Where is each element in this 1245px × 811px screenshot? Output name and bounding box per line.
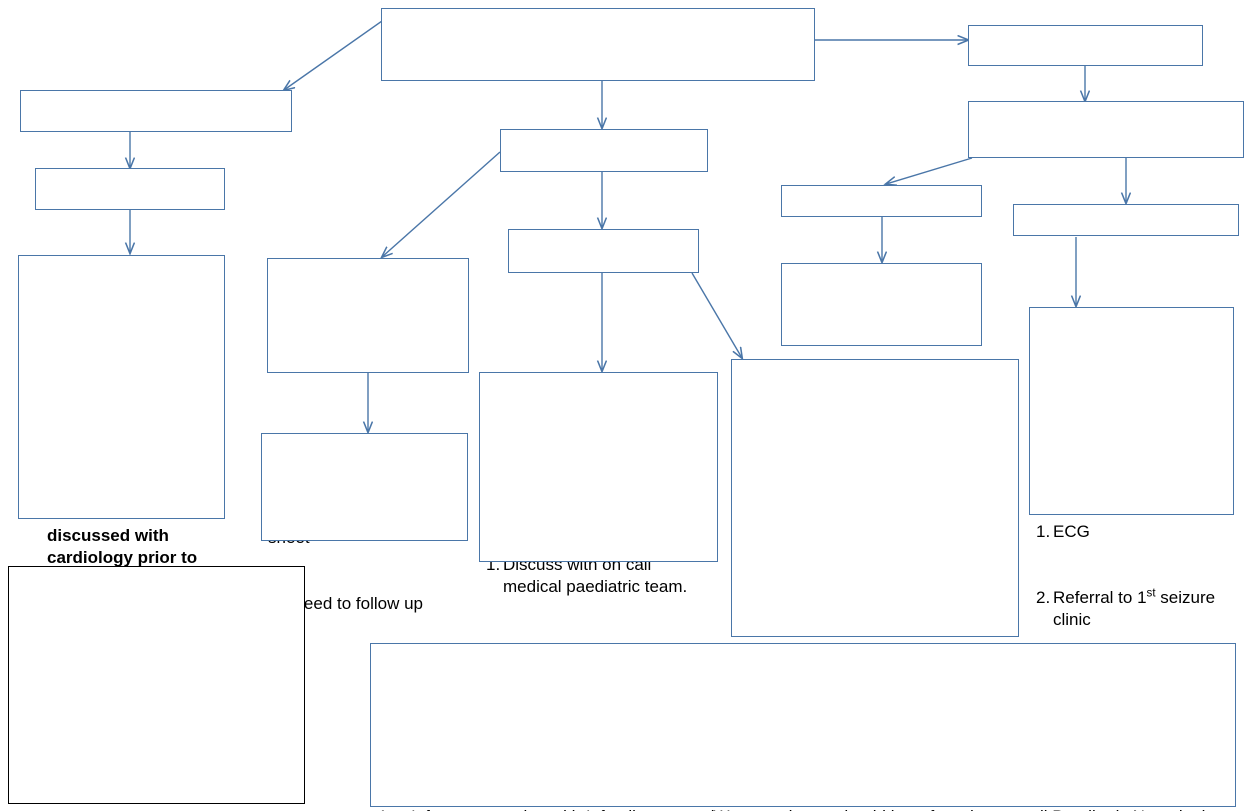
node-syncope-actions[interactable] <box>18 255 225 519</box>
node-discuss-ed[interactable] <box>968 101 1244 158</box>
node-afebrile-seizure[interactable] <box>731 359 1019 637</box>
node-common-syncopes[interactable] <box>8 566 305 804</box>
list-text: Referral to 1st seizure clinic <box>1053 587 1220 629</box>
node-root[interactable] <box>381 8 815 81</box>
list-item: 2. Referral to 1st seizure clinic <box>1036 587 1230 631</box>
node-diagnosis-unclear[interactable] <box>968 25 1203 66</box>
node-syncope-ecg[interactable] <box>35 168 225 210</box>
list-number: 1. <box>378 806 411 811</box>
list-text: ECG <box>1053 522 1090 541</box>
node-simple-febrile[interactable] <box>267 258 469 373</box>
node-possible-seizure[interactable] <box>1013 204 1239 236</box>
special-considerations-list: 1. Infants presenting with Infantile spa… <box>378 762 1228 811</box>
list-item: 1. ECG <box>1036 521 1230 543</box>
node-reassure-observe[interactable] <box>781 263 982 346</box>
node-likely-seizure[interactable] <box>500 129 708 172</box>
node-special-considerations[interactable] <box>370 643 1236 807</box>
node-likely-benign[interactable] <box>781 185 982 217</box>
list-number: 1. <box>1036 522 1051 541</box>
node-otherwise-well[interactable] <box>1029 307 1234 515</box>
list-number: 2. <box>1036 588 1051 607</box>
node-complex-febrile[interactable] <box>479 372 718 562</box>
list-text: Infants presenting with Infantile spasms… <box>411 806 1228 811</box>
node-likely-syncope[interactable] <box>20 90 292 132</box>
list-item: 1. Infants presenting with Infantile spa… <box>378 806 1228 811</box>
node-discharge-home[interactable] <box>261 433 468 541</box>
node-seizure-ecg[interactable] <box>508 229 699 273</box>
